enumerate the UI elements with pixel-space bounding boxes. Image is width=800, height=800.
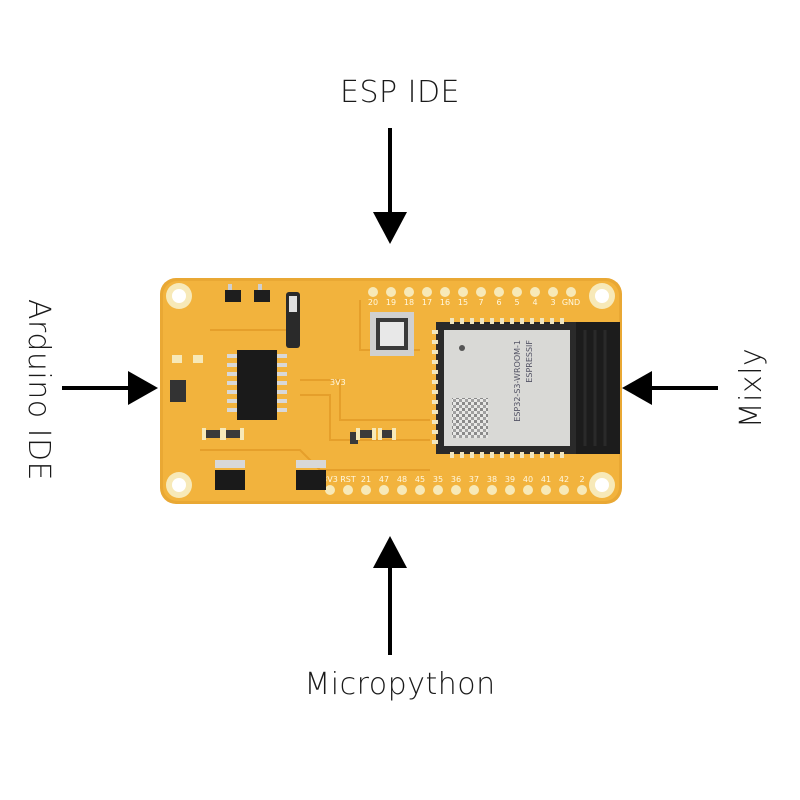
usb-connector	[170, 380, 186, 402]
top-pin-labels: 20 19 18 17 16 15 7 6 5 4 3 GND	[368, 298, 580, 307]
sot23-transistor	[225, 284, 270, 302]
pin-label: 15	[458, 298, 468, 307]
arrow-right-icon	[62, 371, 158, 405]
pin-label: 40	[523, 475, 533, 484]
esp32-s3-module: ESPRESSIF ESP32-S3-WROOM-1	[432, 318, 620, 458]
pin-label: 3	[550, 298, 555, 307]
mounting-hole-bl	[166, 472, 192, 498]
top-header-pads	[368, 287, 576, 297]
passive-components	[205, 430, 392, 444]
pin-label: 47	[379, 475, 389, 484]
arrow-down-icon	[373, 128, 407, 244]
pin-label: 7	[478, 298, 483, 307]
silk-label: 3V3	[330, 378, 346, 387]
pin-label: 18	[404, 298, 414, 307]
pin-label: 16	[440, 298, 450, 307]
pin-label: 48	[397, 475, 407, 484]
qr-code	[452, 398, 488, 438]
pin-label: 39	[505, 475, 515, 484]
pin-label: 6	[496, 298, 501, 307]
pin-label: 35	[433, 475, 443, 484]
pin-label: 4	[532, 298, 537, 307]
pin-label: 19	[386, 298, 396, 307]
label-esp-ide: ESP IDE	[339, 75, 461, 110]
pin-label: 36	[451, 475, 461, 484]
mounting-hole-tr	[589, 283, 615, 309]
pin-label: 45	[415, 475, 425, 484]
pcb-antenna	[576, 322, 620, 454]
pin-label: 21	[361, 475, 371, 484]
bottom-header-pads	[325, 485, 587, 495]
pin-label: 37	[469, 475, 479, 484]
module-model: ESP32-S3-WROOM-1	[513, 340, 522, 422]
pin-label: RST	[340, 475, 356, 484]
pin-label: 41	[541, 475, 551, 484]
label-micropython: Micropython	[304, 667, 496, 702]
bottom-pin-labels: 3V3 RST 21 47 48 45 35 36 37 38 39 40 41…	[322, 475, 584, 484]
mounting-hole-br	[589, 472, 615, 498]
switch-knob	[289, 296, 297, 312]
usb-serial-ic	[227, 350, 287, 420]
pin-label: 2	[579, 475, 584, 484]
pin-label: 38	[487, 475, 497, 484]
pin-label: 3V3	[322, 475, 338, 484]
pin-label: GND	[562, 298, 580, 307]
pin-label: 20	[368, 298, 378, 307]
arrow-up-icon	[373, 536, 407, 655]
module-brand: ESPRESSIF	[525, 340, 534, 383]
voltage-regulator	[215, 460, 326, 490]
pin-label: 42	[559, 475, 569, 484]
mounting-hole-tl	[166, 283, 192, 309]
pin-label: 5	[514, 298, 519, 307]
esp32-s3-board: 20 19 18 17 16 15 7 6 5 4 3 GND 3V3 RST …	[160, 278, 622, 504]
pin-label: 17	[422, 298, 432, 307]
fpc-connector	[370, 312, 414, 356]
arrow-left-icon	[622, 371, 718, 405]
